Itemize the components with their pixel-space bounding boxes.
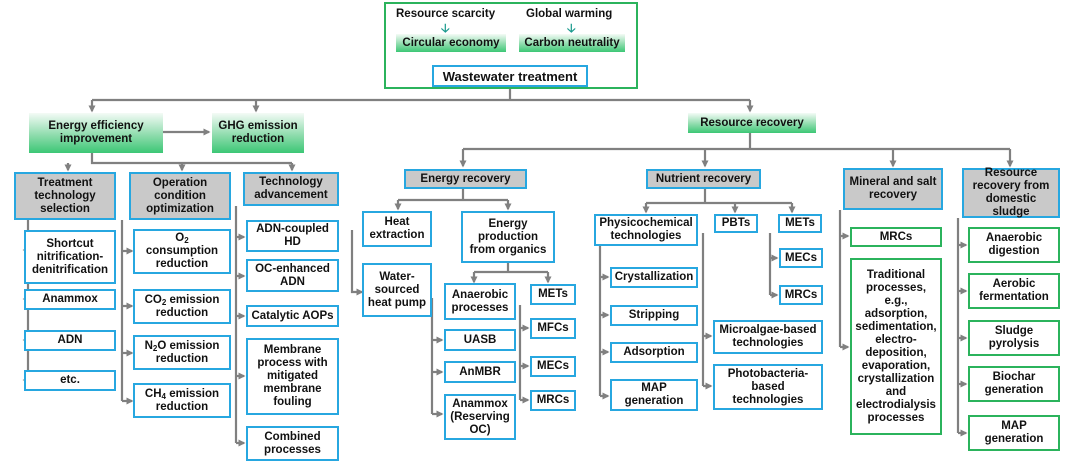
circular-economy-box: Circular economy: [396, 34, 506, 52]
operation-item: O2 consumption reduction: [133, 229, 231, 274]
treatment-selection-box: Treatment technology selection: [14, 172, 116, 220]
technology-advancement-box: Technology advancement: [243, 172, 339, 206]
technology-item: OC-enhanced ADN: [246, 259, 339, 292]
wastewater-treatment-box: Wastewater treatment: [432, 65, 588, 87]
technology-item: Membrane process with mitigated membrane…: [246, 338, 339, 415]
traditional-processes-box: Traditional processes, e.g., adsorption,…: [850, 258, 942, 435]
nutrient-recovery-box: Nutrient recovery: [646, 169, 761, 189]
mineral-mrcs-box: MRCs: [850, 227, 942, 247]
heat-extraction-box: Heat extraction: [362, 211, 432, 247]
energy-efficiency-box: Energy efficiency improvement: [29, 113, 163, 153]
mets-box: METs: [778, 214, 822, 233]
heat-pump-box: Water-sourced heat pump: [362, 263, 432, 317]
carbon-neutrality-box: Carbon neutrality: [519, 34, 625, 52]
energy-recovery-box: Energy recovery: [404, 169, 527, 189]
resource-recovery-box: Resource recovery: [688, 113, 816, 133]
mineral-recovery-box: Mineral and salt recovery: [843, 168, 943, 210]
operation-item: CO2 emission reduction: [133, 289, 231, 324]
treatment-item: etc.: [24, 370, 116, 391]
pbts-box: PBTs: [714, 214, 758, 233]
anaerobic-item: Anammox (Reserving OC): [444, 394, 516, 440]
sludge-item: Anaerobic digestion: [968, 227, 1060, 263]
met-item: MRCs: [779, 285, 823, 305]
technology-item: Catalytic AOPs: [246, 305, 339, 327]
pbt-item: Photobacteria-based technologies: [713, 364, 823, 410]
bio-item: MECs: [530, 356, 576, 377]
operation-optimization-box: Operation condition optimization: [129, 172, 231, 220]
technology-item: ADN-coupled HD: [246, 220, 339, 252]
operation-item: CH4 emission reduction: [133, 383, 231, 418]
treatment-item: Anammox: [24, 289, 116, 310]
physicochemical-box: Physicochemical technologies: [594, 214, 698, 246]
down-arrow-icon: 🡣: [567, 21, 576, 35]
sludge-item: Biochar generation: [968, 366, 1060, 402]
phys-item: MAP generation: [610, 379, 698, 411]
phys-item: Stripping: [610, 305, 698, 326]
energy-production-box: Energy production from organics: [461, 211, 555, 263]
met-item: MECs: [779, 248, 823, 268]
sludge-item: MAP generation: [968, 415, 1060, 451]
resource-scarcity-label: Resource scarcity: [396, 8, 496, 20]
down-arrow-icon: 🡣: [441, 21, 450, 35]
sludge-item: Aerobic fermentation: [968, 273, 1060, 309]
anaerobic-item: UASB: [444, 329, 516, 351]
bio-item: MRCs: [530, 390, 576, 411]
phys-item: Adsorption: [610, 342, 698, 363]
ghg-reduction-box: GHG emission reduction: [212, 113, 304, 153]
treatment-item: Shortcut nitrification-denitrification: [24, 230, 116, 284]
sludge-item: Sludge pyrolysis: [968, 320, 1060, 356]
treatment-item: ADN: [24, 330, 116, 351]
operation-item: N2O emission reduction: [133, 335, 231, 370]
anaerobic-item: AnMBR: [444, 361, 516, 383]
anaerobic-processes-box: Anaerobic processes: [444, 283, 516, 320]
sludge-recovery-box: Resource recovery from domestic sludge: [962, 167, 1060, 218]
pbt-item: Microalgae-based technologies: [713, 320, 823, 354]
bio-item: METs: [530, 284, 576, 305]
phys-item: Crystallization: [610, 267, 698, 288]
global-warming-label: Global warming: [526, 8, 613, 20]
bio-item: MFCs: [530, 318, 576, 339]
technology-item: Combined processes: [246, 426, 339, 461]
